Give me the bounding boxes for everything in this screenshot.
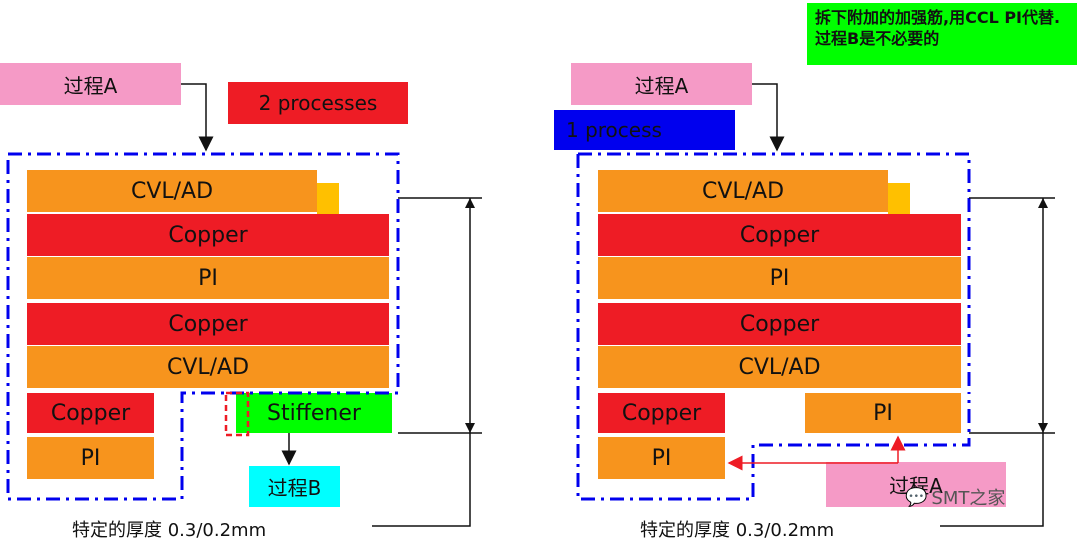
process-count-text: 2 processes — [258, 91, 378, 115]
process-boundary-left — [6, 152, 400, 501]
process-a-text: 过程A — [63, 73, 118, 98]
process-count-text: 1 process — [566, 118, 662, 142]
bottom-pi-left: PI — [27, 437, 154, 479]
thickness-caption-right: 特定的厚度 0.3/0.2mm — [640, 520, 835, 541]
layer-copper-top-left: Copper — [27, 214, 389, 256]
arrow-process-a-right — [752, 83, 785, 152]
process-a-text: 过程A — [634, 73, 689, 98]
dimension-line-left — [398, 197, 482, 434]
process-boundary-right-left — [576, 154, 971, 501]
process-count-badge-left: 2 processes — [228, 82, 408, 124]
process-b-text: 过程B — [267, 476, 322, 500]
note-callout: 拆下附加的加强筋,用CCL PI代替.过程B是不必要的 — [807, 3, 1077, 65]
layer-label: PI — [198, 265, 218, 291]
layer-label: Copper — [739, 222, 820, 248]
layer-label: Copper — [50, 400, 131, 426]
thickness-leader-left — [372, 433, 471, 527]
layer-label: Copper — [168, 311, 248, 337]
process-a-label-left: 过程A — [0, 63, 181, 105]
stiffener-text: Stiffener — [267, 400, 361, 426]
side-pi-right: PI — [805, 393, 961, 433]
stiffener-block: Stiffener — [236, 393, 392, 433]
layer-cvl-ad-bottom-right: CVL/AD — [598, 346, 961, 388]
bottom-copper-right: Copper — [598, 393, 725, 433]
layer-label: PI — [651, 445, 672, 471]
layer-pi-left: PI — [27, 257, 389, 299]
chat-bubble-icon: 💬 — [905, 486, 928, 508]
process-b-label: 过程B — [249, 466, 340, 507]
bottom-pi-right: PI — [598, 437, 725, 479]
thickness-leader-right — [940, 433, 1044, 527]
layer-pi-right: PI — [598, 257, 961, 299]
layer-label: PI — [769, 265, 790, 291]
layer-label: CVL/AD — [166, 354, 250, 380]
process-boundary-right — [578, 152, 971, 393]
note-text: 拆下附加的加强筋,用CCL PI代替.过程B是不必要的 — [815, 8, 1061, 48]
process-a-text: 过程A — [889, 474, 943, 498]
arrow-process-a-left — [181, 83, 214, 152]
layer-copper-top-right: Copper — [598, 214, 961, 256]
layer-copper-bottom-left: Copper — [27, 303, 389, 345]
cut-mark — [224, 391, 250, 437]
layer-cvl-ad-bottom-left: CVL/AD — [27, 346, 389, 388]
layer-cvl-ad-top-left: CVL/AD — [27, 170, 317, 212]
layer-label: CVL/AD — [701, 178, 785, 204]
layer-cvl-ad-top-right: CVL/AD — [598, 170, 888, 212]
thickness-caption-left: 特定的厚度 0.3/0.2mm — [72, 520, 267, 541]
layer-label: CVL/AD — [130, 178, 214, 204]
layer-label: PI — [80, 445, 101, 471]
watermark-text: SMT之家 — [931, 488, 1006, 509]
layer-label: Copper — [168, 222, 248, 248]
process-a-label-bottom-right: 过程A — [826, 462, 1006, 507]
process-count-badge-right: 1 process — [554, 110, 735, 150]
layer-label: Copper — [739, 311, 820, 337]
layer-label: Copper — [621, 400, 702, 426]
layer-label: CVL/AD — [738, 354, 821, 380]
dimension-line-right — [969, 197, 1055, 434]
layer-label: PI — [873, 400, 893, 426]
process-a-label-right: 过程A — [571, 63, 752, 105]
layer-copper-bottom-right: Copper — [598, 303, 961, 345]
watermark: 💬 SMT之家 — [905, 484, 1005, 510]
bottom-copper-left: Copper — [27, 393, 154, 433]
